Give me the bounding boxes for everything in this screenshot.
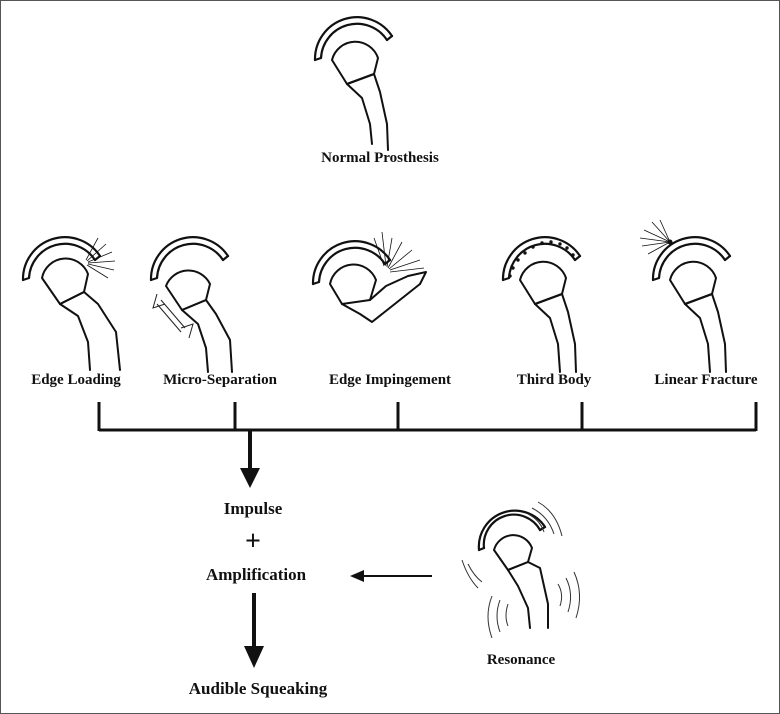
mechanism-bracket [97,402,758,432]
edge-impingement-illustration [311,231,427,323]
mechanism-label-edge-impingement: Edge Impingement [329,372,451,388]
debris-particles-icon [508,240,575,278]
arrow-to-squeaking [244,593,264,668]
mechanism-label-linear-fracture: Linear Fracture [654,372,758,388]
impingement-lines-icon [373,231,425,273]
resonance-illustration [461,501,580,639]
mechanism-label-micro-separation: Micro-Separation [163,372,278,388]
arrow-from-resonance [350,570,432,582]
mechanism-label-edge-loading: Edge Loading [31,372,121,388]
mechanism-label-third-body: Third Body [517,372,592,388]
arrow-to-impulse [240,431,260,488]
fracture-point [667,239,673,245]
normal-prosthesis-illustration [313,16,394,151]
amplification-label: Amplification [206,565,307,584]
plus-sign: + [245,526,261,557]
resonance-label: Resonance [487,652,556,668]
micro-separation-illustration [149,236,233,373]
audible-squeaking-label: Audible Squeaking [189,679,328,698]
double-arrow-icon [152,293,194,339]
impulse-label: Impulse [224,499,283,518]
third-body-illustration [501,236,582,373]
normal-prosthesis-label: Normal Prosthesis [321,150,439,166]
fracture-lines-icon [639,219,671,255]
edge-loading-illustration [21,236,121,371]
stress-lines-icon [85,237,116,279]
vibration-waves-icon [461,501,580,639]
linear-fracture-illustration [639,219,732,373]
mechanism-labels: Edge Loading Micro-Separation Edge Impin… [31,372,758,388]
